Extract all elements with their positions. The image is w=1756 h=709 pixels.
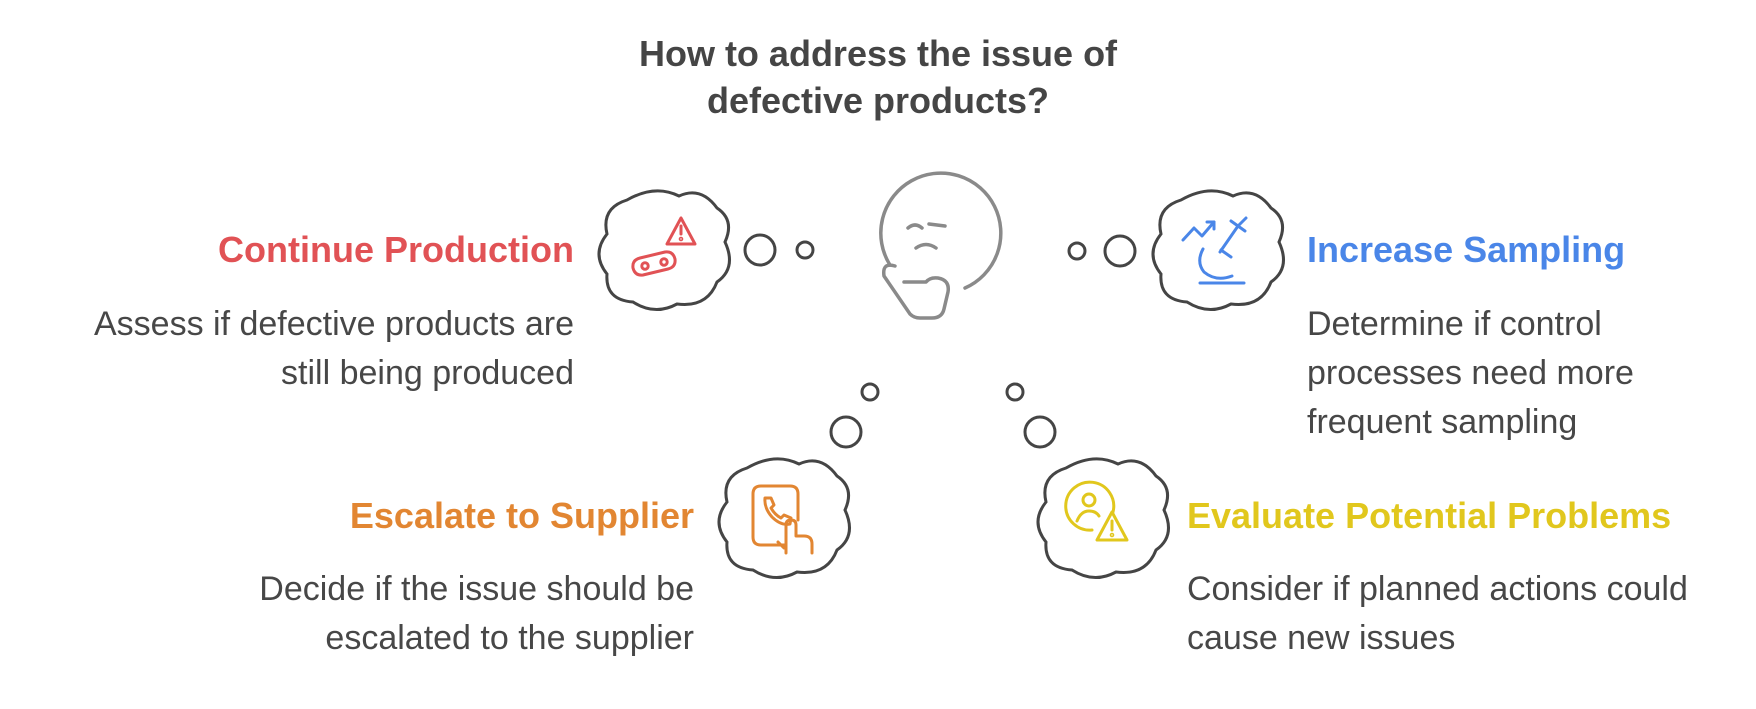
escalate-to-supplier-heading: Escalate to Supplier [349,495,694,536]
cloud-increase [1151,189,1285,311]
thought-dots-evaluate [1005,382,1057,449]
escalate-to-supplier-description: Decide if the issue should be escalated … [259,570,694,657]
evaluate-potential-problems-description: Consider if planned actions could cause … [1187,570,1688,657]
evaluate-potential-problems-heading: Evaluate Potential Problems [1187,495,1672,536]
thought-dots-escalate [829,382,880,449]
thought-dots-increase [1067,234,1137,268]
thinking-face-icon [879,171,1003,320]
cloud-escalate [717,457,851,579]
microscope-trend-icon [1181,216,1248,285]
cloud-evaluate [1036,457,1170,579]
thought-dots-continue [743,233,815,267]
cloud-continue [597,189,731,311]
increase-sampling-heading: Increase Sampling [1307,229,1626,270]
phone-call-icon [751,484,814,555]
continue-production-description: Assess if defective products are still b… [93,305,574,392]
conveyor-warning-icon [631,216,697,277]
person-warning-icon [1064,480,1129,542]
diagram-title: How to address the issue of defective pr… [638,33,1118,121]
continue-production-heading: Continue Production [218,229,574,270]
increase-sampling-description: Determine if control processes need more… [1307,305,1634,441]
